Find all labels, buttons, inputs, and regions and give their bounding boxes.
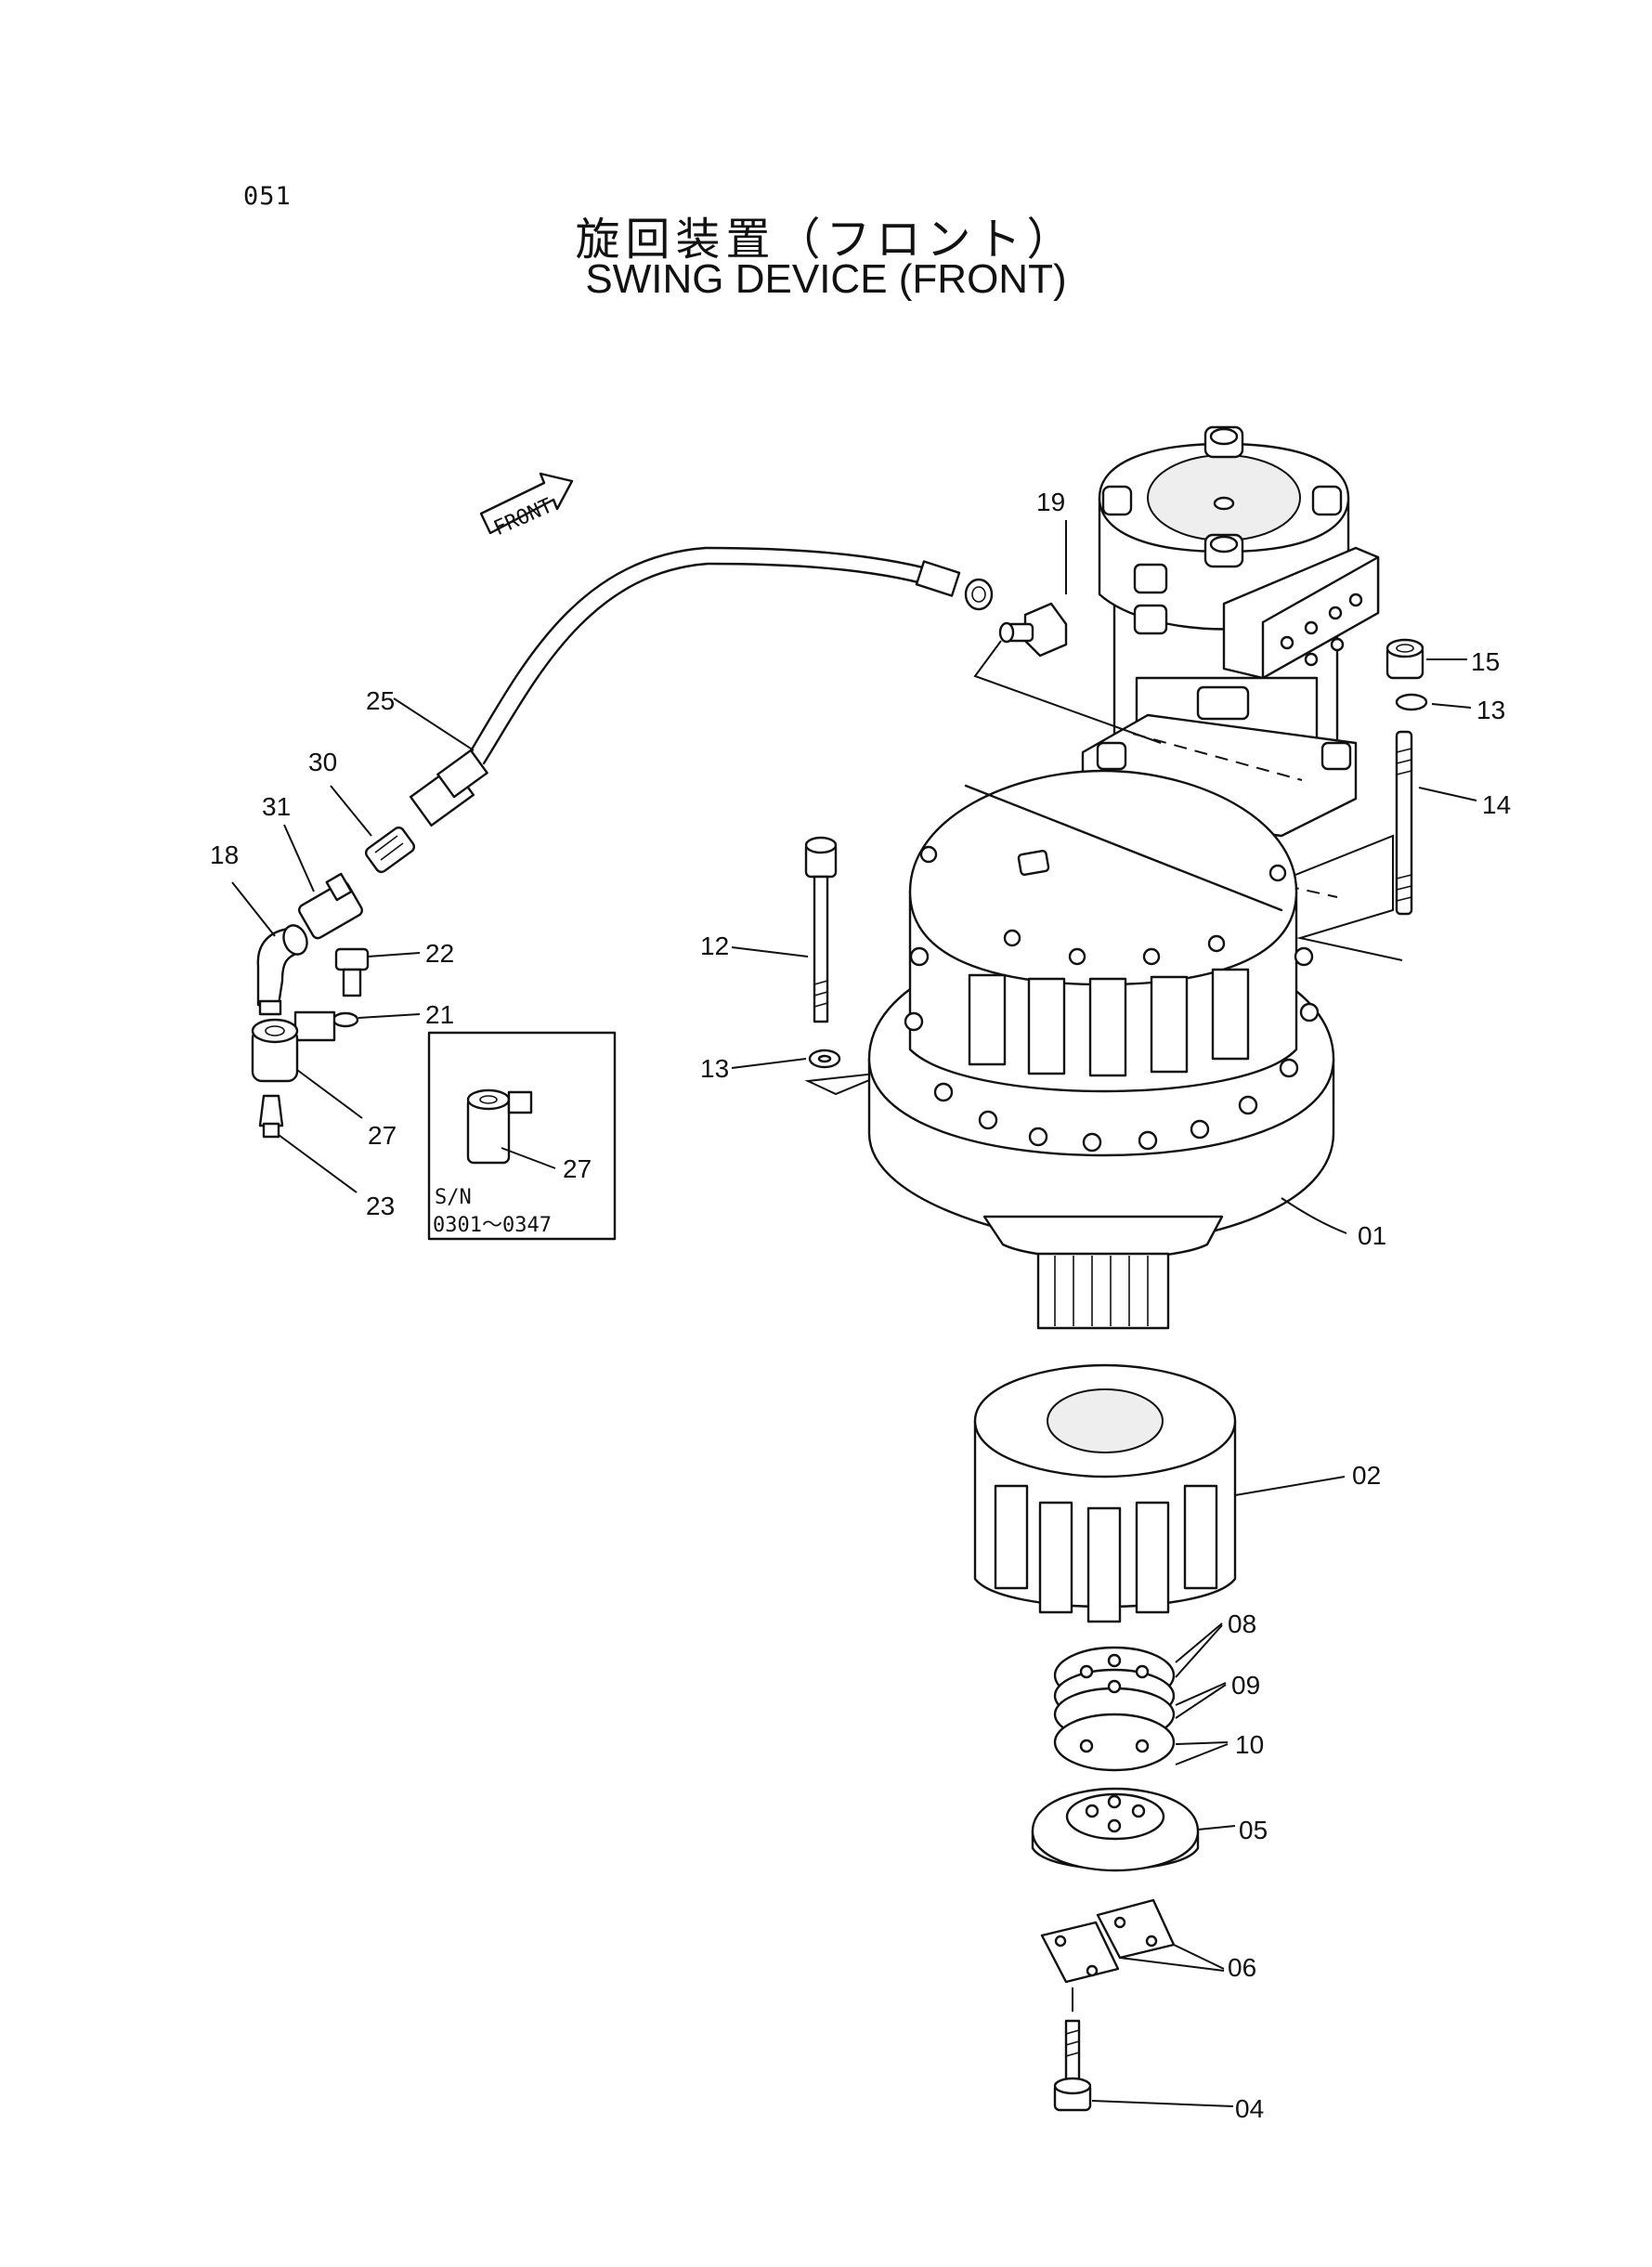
callout-02: 02 xyxy=(1352,1461,1381,1490)
nipple-23 xyxy=(258,1094,284,1139)
stud-14 xyxy=(1395,730,1413,916)
callout-09: 09 xyxy=(1231,1671,1260,1700)
fitting-19 xyxy=(998,602,1068,658)
front-arrow-icon: FRONT xyxy=(479,472,574,541)
callout-25: 25 xyxy=(366,686,395,715)
callout-19: 19 xyxy=(1036,488,1065,516)
callout-13-lower: 13 xyxy=(700,1054,729,1083)
callout-30: 30 xyxy=(308,748,337,776)
callout-21: 21 xyxy=(425,1000,454,1029)
nut-15 xyxy=(1385,638,1424,680)
callout-13-top: 13 xyxy=(1476,696,1505,724)
bracket-27 xyxy=(251,1010,336,1083)
washer-13-top xyxy=(1395,693,1428,711)
thrust-plates xyxy=(1053,1646,1176,1772)
callout-04: 04 xyxy=(1235,2094,1264,2123)
callout-08: 08 xyxy=(1228,1609,1256,1638)
callout-10: 10 xyxy=(1235,1730,1264,1759)
valve-31 xyxy=(298,872,363,940)
callout-05: 05 xyxy=(1239,1816,1268,1844)
callout-12: 12 xyxy=(700,932,729,960)
callout-01: 01 xyxy=(1358,1221,1386,1250)
page-number: 051 xyxy=(243,182,292,211)
callout-22: 22 xyxy=(425,939,454,968)
lock-plates xyxy=(1040,1898,1176,1984)
title-japanese: 旋回装置（フロント） xyxy=(575,214,1077,266)
hose-assembly xyxy=(409,546,994,827)
inset-box: 27 S/N 0301～0347 xyxy=(427,1031,617,1241)
inset-serial-range: 0301～0347 xyxy=(433,1214,552,1237)
callout-14: 14 xyxy=(1482,790,1511,819)
callout-27: 27 xyxy=(368,1121,397,1150)
washer-21 xyxy=(332,1011,359,1028)
callout-18: 18 xyxy=(210,840,239,869)
reduction-gear-housing xyxy=(867,769,1335,1330)
fitting-30 xyxy=(364,826,416,874)
bolt-22 xyxy=(334,947,370,997)
end-cover xyxy=(1031,1787,1200,1872)
inset-serial-label: S/N xyxy=(435,1186,472,1209)
bolt-04 xyxy=(1053,1987,1092,2112)
washer-13-lower xyxy=(808,1049,841,1069)
bolt-12 xyxy=(804,836,838,1023)
swing-motor xyxy=(1081,425,1380,838)
callout-31: 31 xyxy=(262,792,291,821)
callout-15: 15 xyxy=(1471,647,1500,676)
title-english: SWING DEVICE (FRONT) xyxy=(585,256,1067,302)
elbow-18 xyxy=(256,924,308,1016)
callout-23: 23 xyxy=(366,1192,395,1220)
inset-callout-27: 27 xyxy=(563,1154,592,1183)
callout-06: 06 xyxy=(1228,1953,1256,1982)
pinion-gear xyxy=(973,1363,1237,1623)
